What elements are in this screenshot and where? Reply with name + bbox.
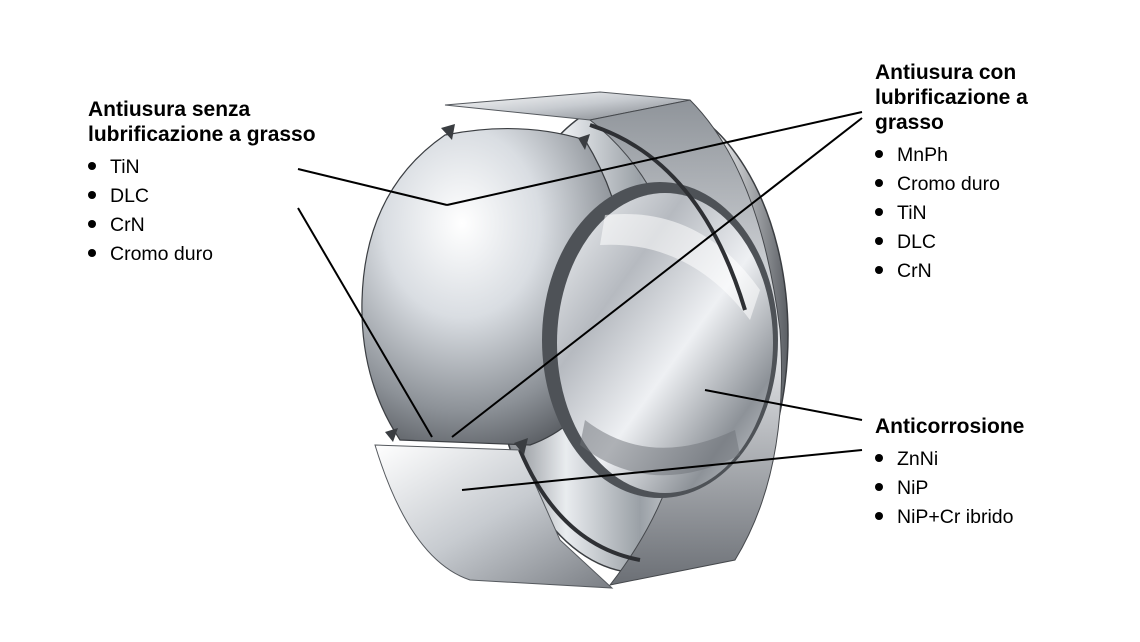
bullet-icon: [875, 453, 883, 462]
callout-right-bottom-title-line1: Anticorrosione: [875, 415, 1025, 438]
leader-line-right-2: [451, 117, 863, 438]
bullet-icon: [875, 236, 883, 245]
list-item: DLC: [875, 228, 1115, 257]
list-item: CrN: [88, 211, 388, 240]
callout-right-top-title: Antiusura con lubrificazione a grasso: [875, 60, 1115, 135]
leader-line-anticorr-1: [704, 389, 863, 421]
callout-left-title: Antiusura senza lubrificazione a grasso: [88, 97, 388, 147]
callout-right-top-title-line2: lubrificazione a: [875, 86, 1028, 109]
bullet-icon: [875, 178, 883, 187]
leader-line-left-upper: [297, 168, 448, 206]
bullet-icon: [88, 190, 96, 199]
list-item: NiP+Cr ibrido: [875, 503, 1115, 532]
callout-right-top-list: MnPh Cromo duro TiN DLC CrN: [875, 141, 1115, 286]
list-item: TiN: [88, 153, 388, 182]
bullet-icon: [875, 511, 883, 520]
callout-right-top-title-line1: Antiusura con: [875, 61, 1017, 84]
callout-right-top-title-line3: grasso: [875, 111, 944, 134]
list-item-label: CrN: [897, 260, 932, 282]
list-item: MnPh: [875, 141, 1115, 170]
bullet-icon: [875, 265, 883, 274]
bullet-icon: [88, 161, 96, 170]
bore: [542, 182, 778, 498]
list-item-label: DLC: [897, 231, 937, 253]
bullet-icon: [88, 219, 96, 228]
bullet-icon: [875, 482, 883, 491]
bullet-icon: [875, 207, 883, 216]
list-item-label: NiP: [897, 477, 929, 499]
callout-right-bottom-list: ZnNi NiP NiP+Cr ibrido: [875, 445, 1115, 532]
list-item: Cromo duro: [875, 170, 1115, 199]
leader-line-left-lower: [297, 207, 433, 438]
list-item-label: TiN: [897, 202, 927, 224]
list-item-label: NiP+Cr ibrido: [897, 506, 1014, 528]
seal-clips: [385, 124, 590, 455]
callout-left-title-line2: lubrificazione a grasso: [88, 123, 316, 146]
leader-line-anticorr-2: [461, 449, 863, 491]
list-item-label: DLC: [110, 185, 150, 207]
callout-left-title-line1: Antiusura senza: [88, 98, 251, 121]
list-item: NiP: [875, 474, 1115, 503]
bullet-icon: [88, 248, 96, 257]
list-item: ZnNi: [875, 445, 1115, 474]
bullet-icon: [875, 149, 883, 158]
list-item-label: Cromo duro: [897, 173, 1000, 195]
list-item-label: CrN: [110, 214, 145, 236]
list-item-label: Cromo duro: [110, 243, 213, 265]
callout-right-top: Antiusura con lubrificazione a grasso Mn…: [875, 60, 1115, 286]
seal-lips: [518, 123, 747, 562]
list-item-label: TiN: [110, 156, 140, 178]
list-item-label: MnPh: [897, 144, 948, 166]
leader-line-right-1: [446, 111, 863, 206]
callout-right-bottom: Anticorrosione ZnNi NiP NiP+Cr ibrido: [875, 414, 1115, 532]
callout-right-bottom-title: Anticorrosione: [875, 414, 1115, 439]
leader-lines: [297, 111, 863, 491]
callout-left-list: TiN DLC CrN Cromo duro: [88, 153, 388, 269]
list-item: Cromo duro: [88, 240, 388, 269]
callout-left: Antiusura senza lubrificazione a grasso …: [88, 97, 388, 269]
list-item-label: ZnNi: [897, 448, 939, 470]
list-item: TiN: [875, 199, 1115, 228]
list-item: CrN: [875, 257, 1115, 286]
list-item: DLC: [88, 182, 388, 211]
